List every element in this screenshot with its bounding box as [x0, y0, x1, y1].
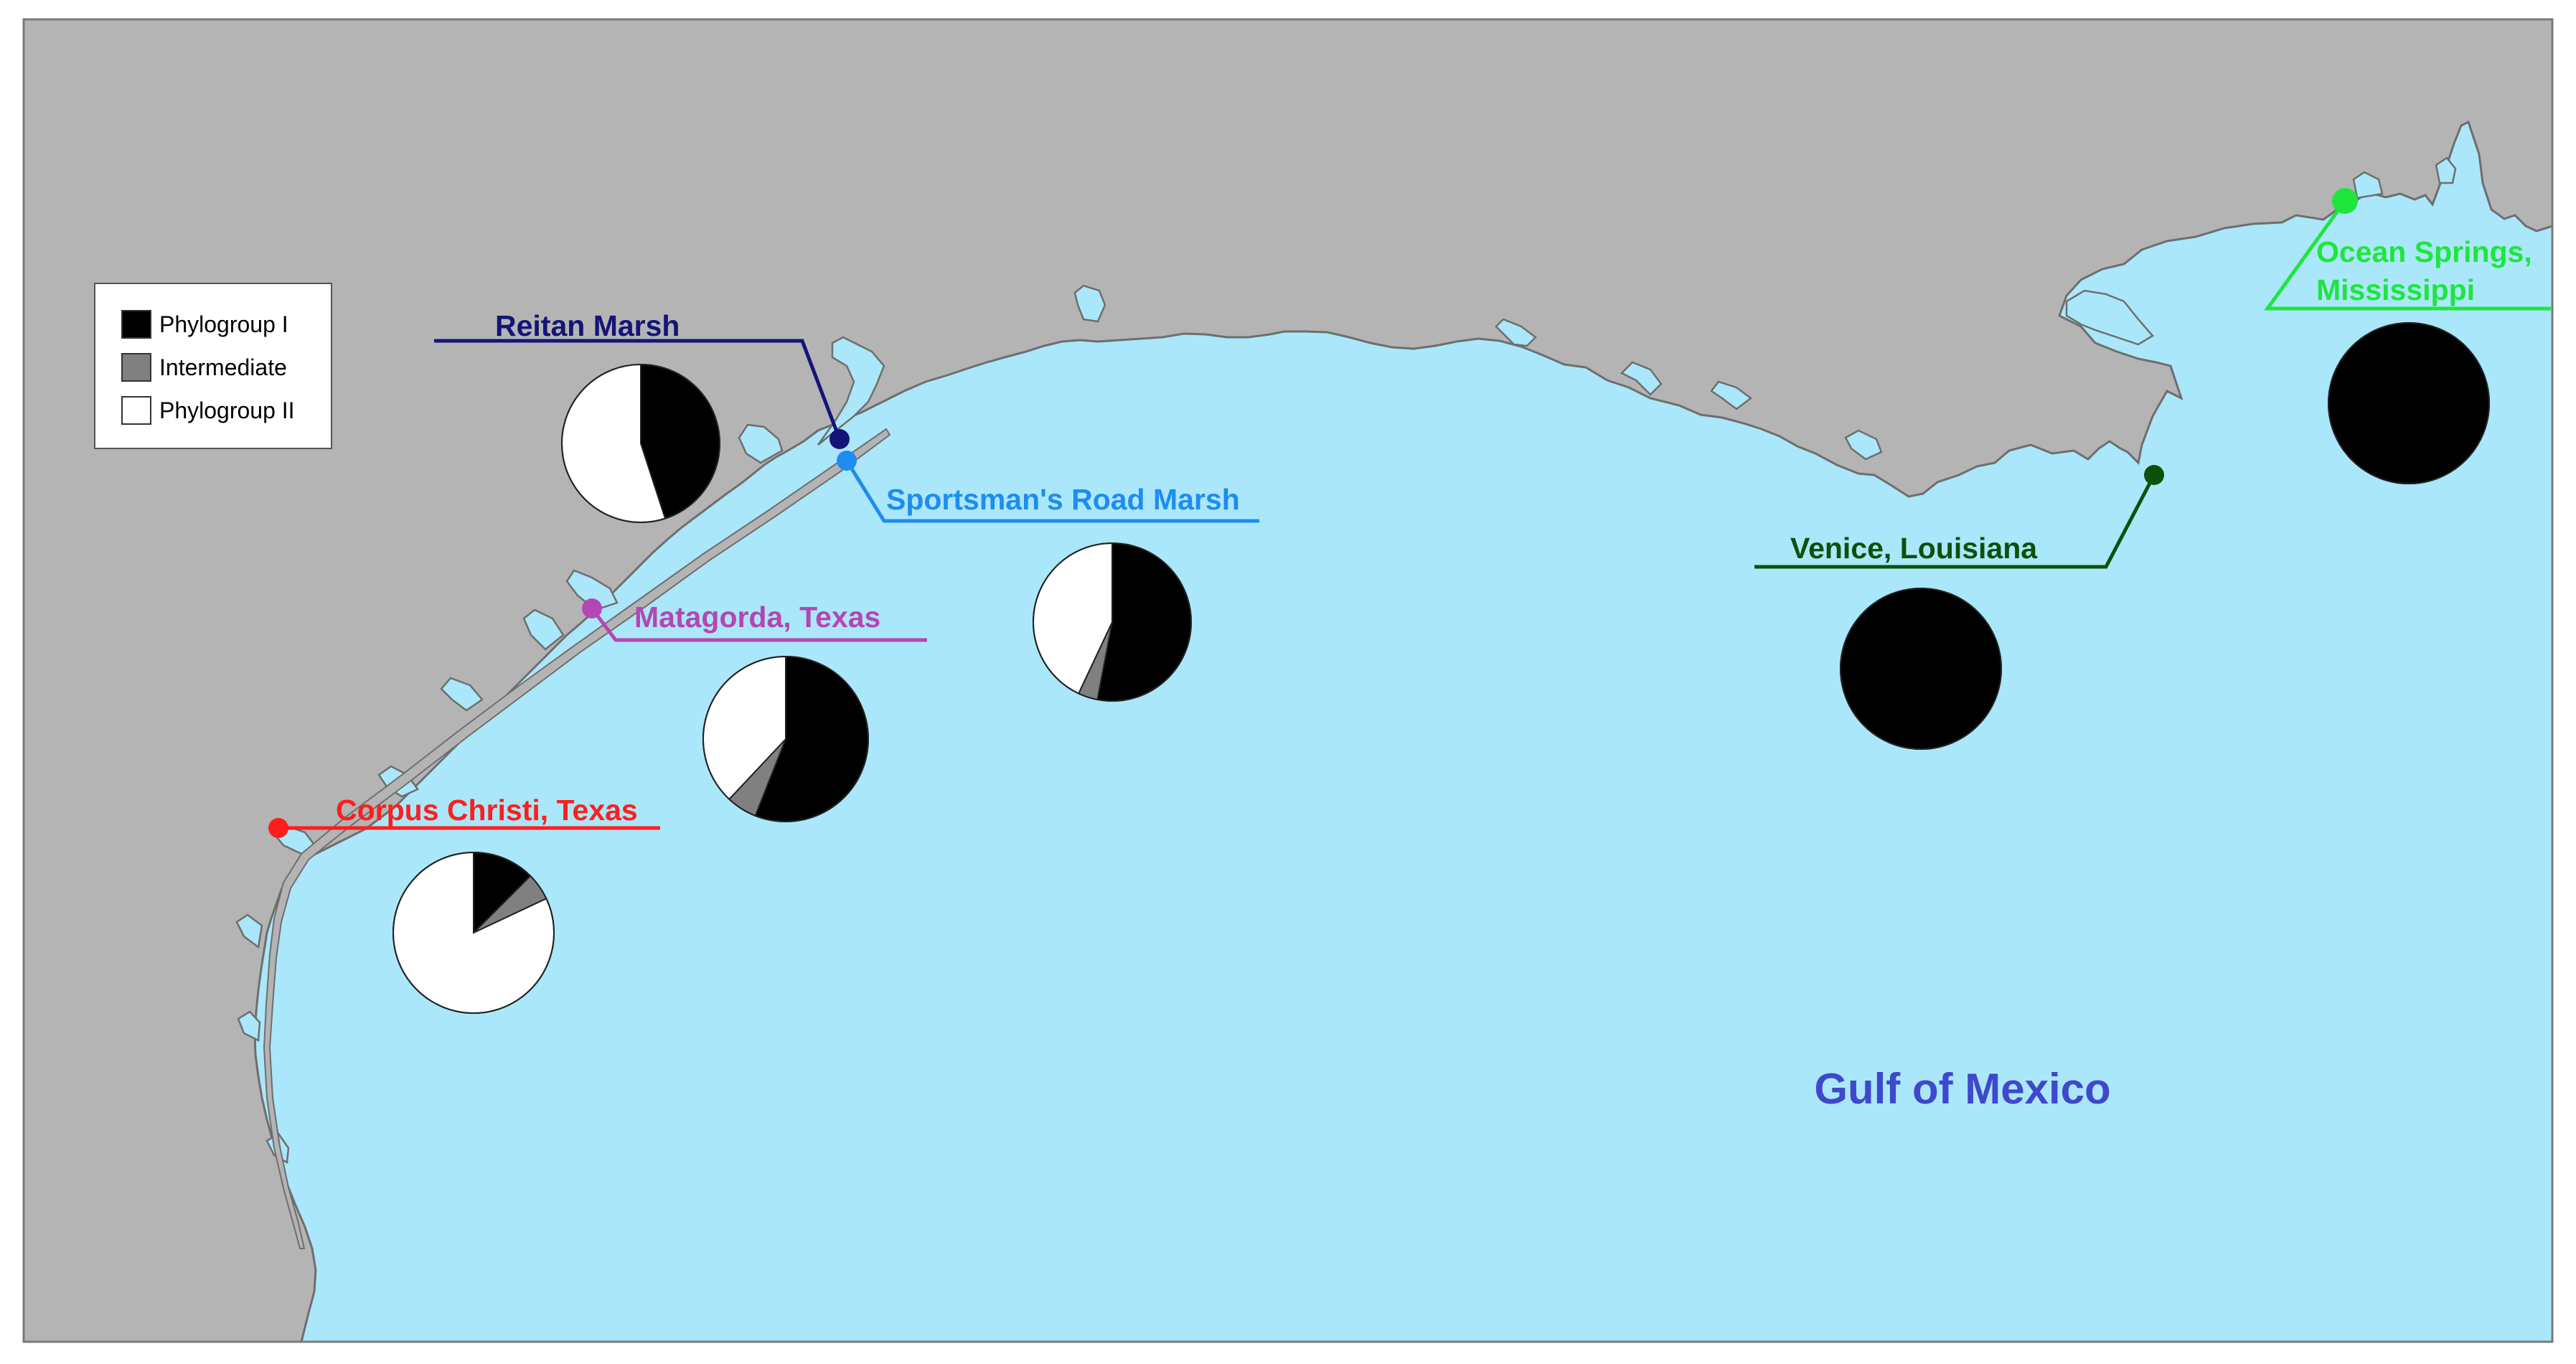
reitan-marsh-label: Reitan Marsh — [495, 309, 680, 342]
reitan-marsh-pie-outline — [561, 364, 720, 523]
legend-swatch-intermediate — [121, 353, 151, 382]
venice-louisiana-pie-slice-phylogroup-1 — [1840, 588, 2002, 750]
venice-louisiana-pie — [1840, 588, 2002, 750]
land-mass — [24, 19, 2552, 1342]
matagorda-texas-pie — [702, 655, 869, 822]
barrier-islands — [263, 428, 891, 1249]
sportsmans-road-marsh-leader-line — [845, 459, 1259, 523]
ocean-springs-mississippi-pie-slice-phylogroup-1 — [2328, 322, 2490, 484]
site-ocean-springs-mississippi: Ocean Springs, Mississippi — [2264, 188, 2551, 484]
map-frame — [22, 18, 2554, 1343]
venice-louisiana-pie-outline — [1840, 588, 2002, 750]
ocean-springs-mississippi-leader-line — [2264, 199, 2551, 311]
sportsmans-road-marsh-pie-outline — [1033, 542, 1192, 702]
corpus-christi-texas-pie — [392, 851, 555, 1014]
corpus-christi-texas-marker — [268, 818, 288, 838]
sportsmans-road-marsh-pie — [1033, 542, 1192, 702]
site-matagorda-texas: Matagorda, Texas — [582, 598, 927, 822]
matagorda-texas-marker — [582, 598, 602, 618]
sportsmans-road-marsh-label: Sportsman's Road Marsh — [886, 483, 1240, 516]
legend-label-phylogroup-2: Phylogroup II — [159, 398, 295, 423]
site-venice-louisiana: Venice, Louisiana — [1754, 465, 2164, 750]
legend-swatch-phylogroup-2 — [121, 396, 151, 425]
gulf-of-mexico-label: Gulf of Mexico — [1814, 1065, 2110, 1113]
ocean-springs-mississippi-label-line-2: Mississippi — [2316, 273, 2475, 306]
venice-louisiana-marker — [2144, 465, 2164, 485]
legend: Phylogroup I Intermediate Phylogroup II — [94, 283, 332, 449]
ocean-springs-mississippi-marker — [2332, 188, 2358, 214]
reitan-marsh-leader-line — [434, 339, 842, 440]
legend-label-phylogroup-1: Phylogroup I — [159, 311, 288, 337]
corpus-christi-texas-pie-outline — [392, 852, 555, 1014]
legend-swatch-phylogroup-1 — [121, 310, 151, 339]
site-reitan-marsh: Reitan Marsh — [434, 309, 850, 523]
ocean-springs-mississippi-pie-outline — [2328, 322, 2490, 484]
venice-louisiana-leader-line — [1754, 474, 2156, 569]
matagorda-texas-leader-line — [591, 607, 927, 642]
corpus-christi-texas-label: Corpus Christi, Texas — [336, 794, 638, 827]
reitan-marsh-pie — [561, 363, 721, 523]
reitan-marsh-marker — [829, 429, 850, 449]
sportsmans-road-marsh-marker — [837, 451, 857, 471]
site-corpus-christi-texas: Corpus Christi, Texas — [268, 794, 660, 1014]
ocean-springs-mississippi-pie — [2328, 322, 2490, 484]
site-sportsmans-road-marsh: Sportsman's Road Marsh — [837, 451, 1259, 702]
matagorda-texas-pie-outline — [702, 656, 869, 822]
matagorda-texas-label: Matagorda, Texas — [634, 601, 880, 634]
ocean-springs-mississippi-label-line-1: Ocean Springs, — [2316, 235, 2532, 268]
venice-louisiana-label: Venice, Louisiana — [1790, 532, 2038, 565]
legend-label-intermediate: Intermediate — [159, 354, 287, 380]
